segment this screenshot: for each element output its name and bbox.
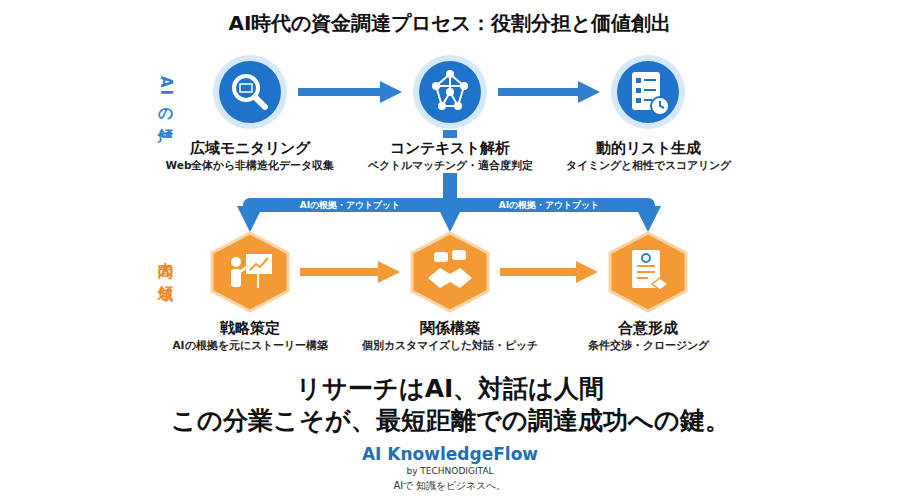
ai-step-node: コンテキスト解析ベクトルマッチング・適合度判定 — [412, 54, 488, 130]
icon-hexagon — [210, 232, 290, 312]
step-heading: コンテキスト解析 — [368, 139, 533, 158]
icon-circle — [412, 54, 488, 130]
tagline: この分業こそが、最短距離での調達成功への鍵。 — [171, 404, 730, 437]
human-step-node: 戦略策定AIの根拠を元にストーリー構築 — [210, 232, 290, 312]
human-step-node: 合意形成条件交渉・クロージング — [608, 232, 688, 312]
step-description: タイミングと相性でスコアリング — [566, 158, 731, 172]
diagram-title: AI時代の資金調達プロセス：役割分担と価値創出 — [0, 10, 900, 37]
step-heading: 関係構築 — [362, 319, 538, 338]
node-caption: 合意形成条件交渉・クロージング — [584, 318, 713, 353]
step-heading: 合意形成 — [588, 319, 709, 338]
icon-circle — [610, 54, 686, 130]
flow-arrow — [500, 268, 576, 276]
node-caption: 広域モニタリングWeb全体から非構造化データ収集 — [162, 138, 339, 173]
icon-hexagon — [608, 232, 688, 312]
step-heading: 戦略策定 — [172, 319, 327, 338]
connector-label: AIの根拠・アウトプット — [300, 199, 400, 212]
brand-slogan: AIで 知識をビジネスへ。 — [394, 479, 507, 493]
connector-label: AIの根拠・アウトプット — [499, 199, 599, 212]
human-step-node: 関係構築個別カスタマイズした対話・ピッチ — [410, 232, 490, 312]
flow-arrow — [298, 88, 380, 96]
node-caption: 動的リスト生成タイミングと相性でスコアリング — [562, 138, 735, 173]
ai-step-node: 動的リスト生成タイミングと相性でスコアリング — [610, 54, 686, 130]
step-heading: 動的リスト生成 — [566, 139, 731, 158]
step-description: ベクトルマッチング・適合度判定 — [368, 158, 533, 172]
flow-arrow — [300, 268, 378, 276]
step-heading: 広域モニタリング — [166, 139, 335, 158]
step-description: 条件交渉・クロージング — [588, 338, 709, 352]
ai-step-node: 広域モニタリングWeb全体から非構造化データ収集 — [212, 54, 288, 130]
step-description: Web全体から非構造化データ収集 — [166, 158, 335, 172]
flow-arrow — [498, 88, 578, 96]
icon-circle — [212, 54, 288, 130]
icon-hexagon — [410, 232, 490, 312]
zone-label: 人間の領域 — [156, 250, 175, 277]
node-caption: 関係構築個別カスタマイズした対話・ピッチ — [358, 318, 542, 353]
zone-label: AIの領域 — [156, 76, 175, 120]
node-caption: 戦略策定AIの根拠を元にストーリー構築 — [168, 318, 331, 353]
step-description: 個別カスタマイズした対話・ピッチ — [362, 338, 538, 352]
tagline: リサーチはAI、対話は人間 — [296, 372, 605, 405]
step-description: AIの根拠を元にストーリー構築 — [172, 338, 327, 352]
node-caption: コンテキスト解析ベクトルマッチング・適合度判定 — [364, 138, 537, 173]
brand-name: AI KnowledgeFlow — [362, 444, 538, 464]
brand-byline: by TECHNODIGITAL — [406, 466, 493, 476]
